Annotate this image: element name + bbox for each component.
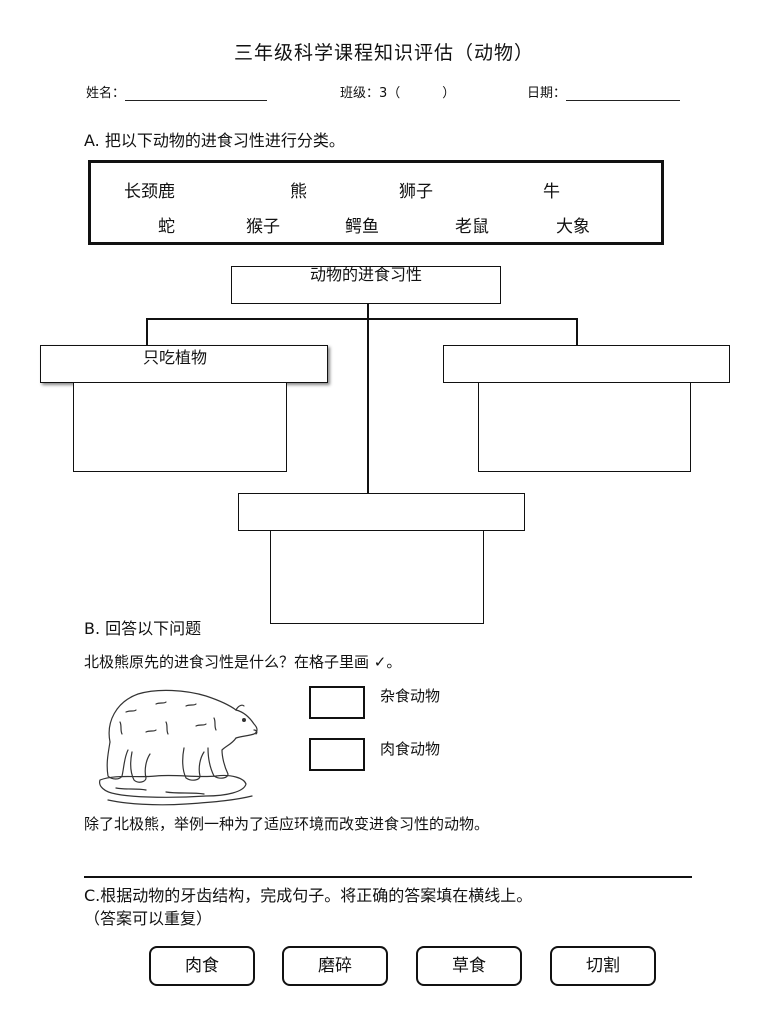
animal-word: 长颈鹿 xyxy=(124,182,175,202)
choice-herbivore[interactable]: 草食 xyxy=(416,946,522,986)
tree-root-box: 动物的进食习性 xyxy=(231,266,501,304)
animal-word: 猴子 xyxy=(246,217,280,237)
animal-word: 鳄鱼 xyxy=(345,217,379,237)
date-line xyxy=(566,86,681,101)
class-label: 班级：3（ xyxy=(340,86,401,101)
animal-word: 熊 xyxy=(290,182,307,202)
tree-trunk-line xyxy=(367,303,369,493)
name-label: 姓名： xyxy=(86,86,126,101)
section-divider xyxy=(84,876,692,878)
polar-bear-illustration xyxy=(99,689,258,806)
animal-word-box xyxy=(88,160,664,245)
tree-left-label: 只吃植物 xyxy=(143,348,208,367)
class-close: ） xyxy=(442,86,456,101)
tree-left-answer-box[interactable] xyxy=(73,382,287,472)
choice-carnivore[interactable]: 肉食 xyxy=(149,946,255,986)
tree-right-drop xyxy=(576,318,578,346)
animal-word: 大象 xyxy=(556,217,590,237)
omnivore-checkbox[interactable] xyxy=(309,686,365,719)
carnivore-label: 肉食动物 xyxy=(380,740,441,758)
page-title: 三年级科学课程知识评估（动物） xyxy=(233,42,534,64)
section-c-note: （答案可以重复） xyxy=(84,909,213,928)
date-field[interactable]: 日期： xyxy=(527,82,681,101)
choice-cutting[interactable]: 切割 xyxy=(550,946,656,986)
question-polar-bear-diet: 北极熊原先的进食习性是什么？在格子里画 ✓。 xyxy=(84,653,402,671)
class-field[interactable]: 班级：3（ ） xyxy=(340,82,455,101)
name-line xyxy=(125,86,268,101)
name-field[interactable]: 姓名： xyxy=(86,82,268,101)
section-b-title: B. 回答以下问题 xyxy=(84,619,202,638)
carnivore-checkbox[interactable] xyxy=(309,738,365,771)
tree-bottom-answer-box[interactable] xyxy=(270,530,484,624)
animal-word: 狮子 xyxy=(399,182,433,202)
omnivore-label: 杂食动物 xyxy=(380,687,441,705)
tree-left-drop xyxy=(146,318,148,346)
section-c-title: C.根据动物的牙齿结构，完成句子。将正确的答案填在横线上。 xyxy=(84,886,533,905)
animal-word: 老鼠 xyxy=(455,217,489,237)
tree-root-label: 动物的进食习性 xyxy=(309,265,422,284)
date-label: 日期： xyxy=(527,86,567,101)
tree-branch-line xyxy=(146,318,578,320)
tree-bottom-header[interactable] xyxy=(238,493,525,531)
animal-word: 牛 xyxy=(543,182,560,202)
section-a-title: A. 把以下动物的进食习性进行分类。 xyxy=(84,131,345,150)
tree-right-header[interactable] xyxy=(443,345,730,383)
tree-left-header: 只吃植物 xyxy=(40,345,328,383)
tree-right-answer-box[interactable] xyxy=(478,382,691,472)
animal-word: 蛇 xyxy=(158,217,175,237)
question-adaptation: 除了北极熊，举例一种为了适应环境而改变进食习性的动物。 xyxy=(84,815,490,833)
choice-grinding[interactable]: 磨碎 xyxy=(282,946,388,986)
